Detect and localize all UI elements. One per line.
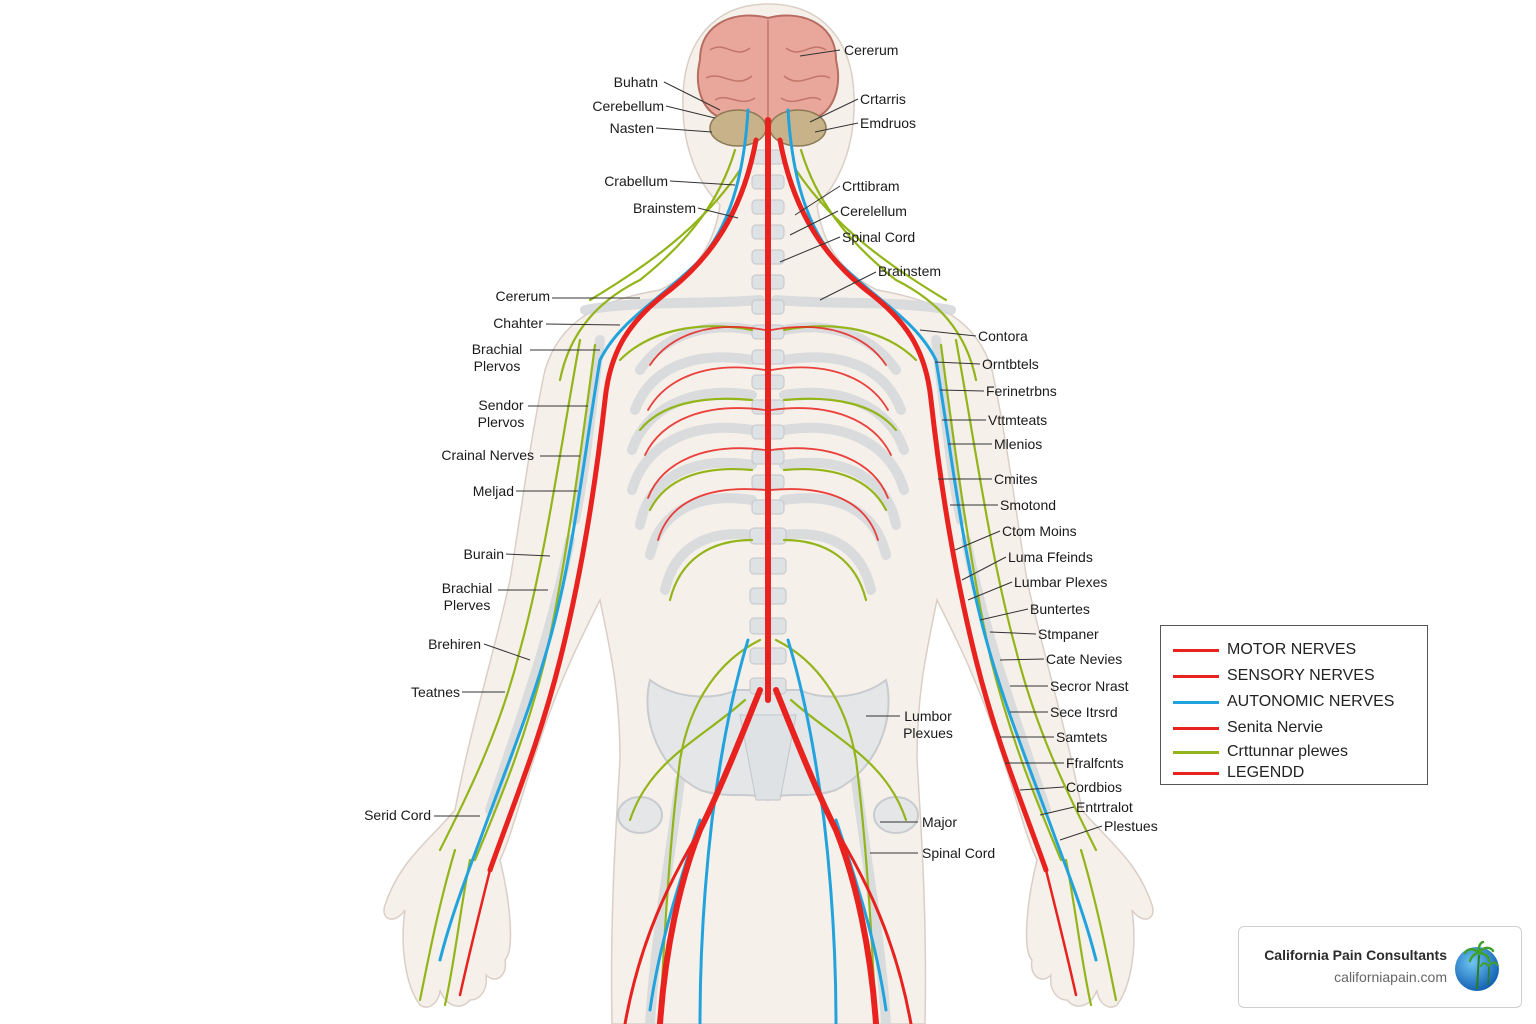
label-left: Sendor Plervos xyxy=(477,397,525,430)
label-left: Chahter xyxy=(493,315,543,331)
label-right: Cate Nevies xyxy=(1046,651,1123,667)
globe-palm-icon xyxy=(1455,941,1499,991)
brain xyxy=(696,14,840,147)
label-center: Major xyxy=(922,814,958,830)
label-left: Cererum xyxy=(495,288,550,304)
legend-item: Crttunnar plewes xyxy=(1173,742,1348,762)
label-right: Stmpaner xyxy=(1038,626,1099,642)
label-right: Ferinetrbns xyxy=(986,383,1057,399)
label-left: Crabellum xyxy=(604,173,668,189)
brand-name: California Pain Consultants xyxy=(1264,947,1447,963)
label-left: Burain xyxy=(463,546,504,562)
label-left: Brainstem xyxy=(632,200,696,216)
legend-label: SENSORY NERVES xyxy=(1227,667,1375,684)
label-right: Plestues xyxy=(1104,818,1158,834)
label-right: Cmites xyxy=(994,471,1038,487)
legend-label: AUTONOMIC NERVES xyxy=(1227,693,1395,710)
label-right: Ffralfcnts xyxy=(1066,755,1124,771)
legend-item: Senita Nervie xyxy=(1173,718,1323,738)
label-center: Spinal Cord xyxy=(922,845,996,861)
label-left: Teatnes xyxy=(410,684,460,700)
legend-swatch xyxy=(1173,750,1219,754)
label-right: Lumbar Plexes xyxy=(1014,574,1108,590)
legend-item: AUTONOMIC NERVES xyxy=(1173,692,1394,712)
legend-box: MOTOR NERVES SENSORY NERVES AUTONOMIC NE… xyxy=(1160,625,1428,785)
leader-lines xyxy=(434,49,1103,854)
label-center: Lumbor Plexues xyxy=(903,708,953,741)
label-right: Emdruos xyxy=(860,115,917,131)
label-right: Sece Itrsrd xyxy=(1050,704,1118,720)
label-right: Samtets xyxy=(1056,729,1108,745)
label-right: Secror Nrast xyxy=(1050,678,1129,694)
label-right: Ctom Moins xyxy=(1002,523,1077,539)
legend-swatch xyxy=(1173,700,1219,704)
legend-item: MOTOR NERVES xyxy=(1173,640,1356,660)
legend-label: MOTOR NERVES xyxy=(1227,641,1357,658)
label-right: Orntbtels xyxy=(982,356,1039,372)
label-right: Crtarris xyxy=(860,91,906,107)
brand-card[interactable]: California Pain Consultants californiapa… xyxy=(1238,926,1522,1008)
label-right: Mlenios xyxy=(994,436,1043,452)
label-right: Brainstem xyxy=(878,263,942,279)
legend-swatch xyxy=(1173,648,1219,652)
label-right: Cererum xyxy=(844,42,899,58)
label-left: Brachial Plervos xyxy=(471,341,523,374)
brand-url[interactable]: californiapain.com xyxy=(1334,969,1447,985)
label-right: Vttmteats xyxy=(988,412,1048,428)
legend-item: LEGENDD xyxy=(1173,763,1304,783)
label-right: Spinal Cord xyxy=(842,229,916,245)
legend-swatch xyxy=(1173,726,1219,730)
legend-swatch xyxy=(1173,771,1219,775)
legend-label: Senita Nervie xyxy=(1227,719,1324,736)
label-right: Buntertes xyxy=(1030,601,1090,617)
label-right: Crttibram xyxy=(842,178,900,194)
legend-item: SENSORY NERVES xyxy=(1173,666,1375,686)
label-left: Crainal Nerves xyxy=(441,447,534,463)
label-left: Meljad xyxy=(472,483,514,499)
label-right: Cordbios xyxy=(1066,779,1123,795)
label-left: Brachial Plerves xyxy=(441,580,493,613)
label-right: Smotond xyxy=(1000,497,1057,513)
legend-label: LEGENDD xyxy=(1227,764,1305,781)
label-left: Serid Cord xyxy=(364,807,431,823)
label-right: Cerelellum xyxy=(840,203,907,219)
label-left: Brehiren xyxy=(428,636,481,652)
motor-sensory-nerves xyxy=(458,117,1078,1024)
label-right: Entrtralot xyxy=(1076,799,1133,815)
label-right: Contora xyxy=(978,328,1028,344)
legend-label: Crttunnar plewes xyxy=(1227,743,1348,760)
label-right: Luma Ffeinds xyxy=(1008,549,1093,565)
legend-swatch xyxy=(1173,674,1219,678)
label-left: Buhatn xyxy=(613,74,658,90)
label-left: Cerebellum xyxy=(592,98,664,114)
label-left: Nasten xyxy=(609,120,654,136)
